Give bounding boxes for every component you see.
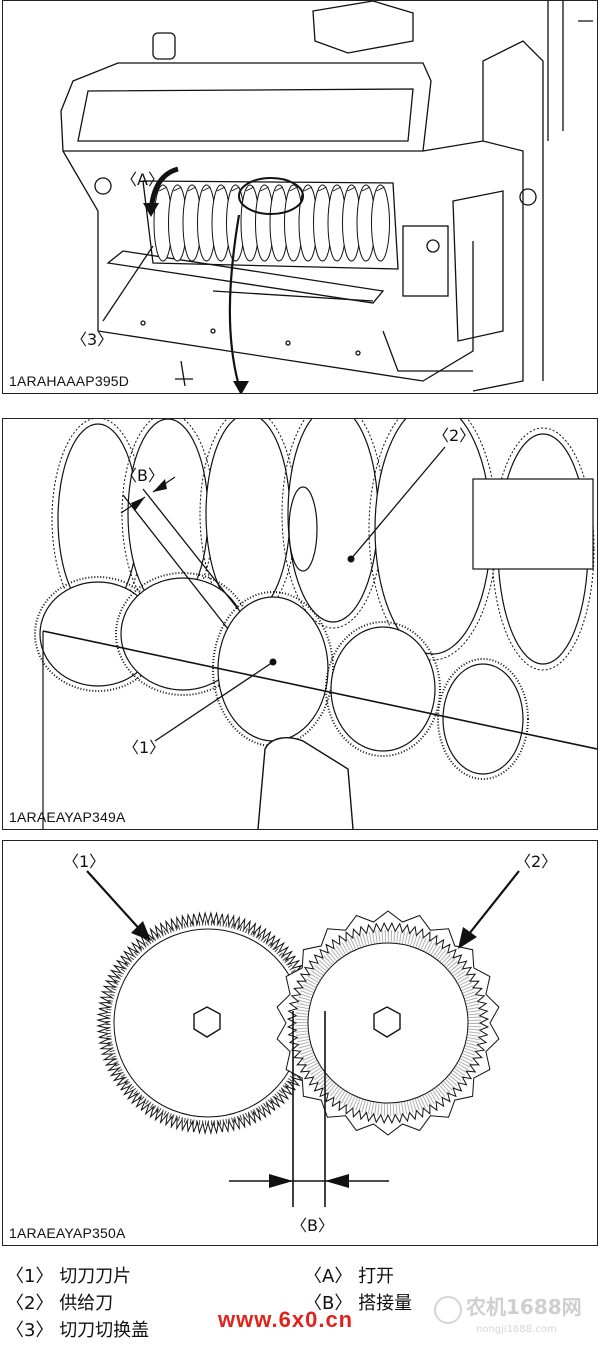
legend-item-1: 〈1〉 切刀刀片 <box>6 1266 132 1287</box>
label-3: 〈3〉 <box>71 330 113 349</box>
watermark-site: www.6x0.cn <box>218 1307 354 1332</box>
label-1: 〈1〉 <box>123 738 165 757</box>
figure-code: 1ARAEAYAP349A <box>9 809 126 825</box>
label-b: 〈B〉 <box>291 1216 334 1235</box>
legend-item-b: 〈B〉 搭接量 <box>304 1293 413 1314</box>
svg-text:nongji1688.com: nongji1688.com <box>476 1324 557 1335</box>
hex-hole-icon <box>373 1006 401 1038</box>
legend-item-2: 〈2〉 供给刀 <box>6 1293 114 1314</box>
figure-code: 1ARAHAAAP395D <box>9 373 130 389</box>
overlap-diagram-illustration: 〈1〉 〈2〉 〈B〉 <box>63 852 557 1235</box>
label-2: 〈2〉 <box>515 852 557 871</box>
cutter-cover-illustration: 〈A〉 〈3〉 <box>60 1 593 393</box>
label-1: 〈1〉 <box>63 852 105 871</box>
legend-item-3: 〈3〉 切刀切换盖 <box>6 1320 150 1341</box>
legend-item-a: 〈A〉 打开 <box>304 1266 395 1287</box>
svg-text:农机1688网: 农机1688网 <box>465 1295 582 1319</box>
figure-code: 1ARAEAYAP350A <box>9 1225 126 1241</box>
figure-cutter-cover: 〈A〉 〈3〉 1ARAHAAAP395D <box>2 0 598 394</box>
blade-overlap-illustration: 〈B〉 〈2〉 〈1〉 <box>34 419 597 829</box>
label-a: 〈A〉 <box>121 170 164 189</box>
hex-hole-icon <box>193 1006 221 1038</box>
figure-blade-overlap-detail: 〈B〉 〈2〉 〈1〉 1ARAEAYAP349A <box>2 418 598 830</box>
label-2: 〈2〉 <box>433 426 475 445</box>
label-b: 〈B〉 <box>121 466 164 485</box>
watermark-logo: 农机1688网 nongji1688.com <box>434 1295 582 1335</box>
figure-overlap-diagram: 〈1〉 〈2〉 〈B〉 1ARAEAYAP350A <box>2 840 598 1246</box>
detail-callout-ellipse <box>238 177 304 215</box>
